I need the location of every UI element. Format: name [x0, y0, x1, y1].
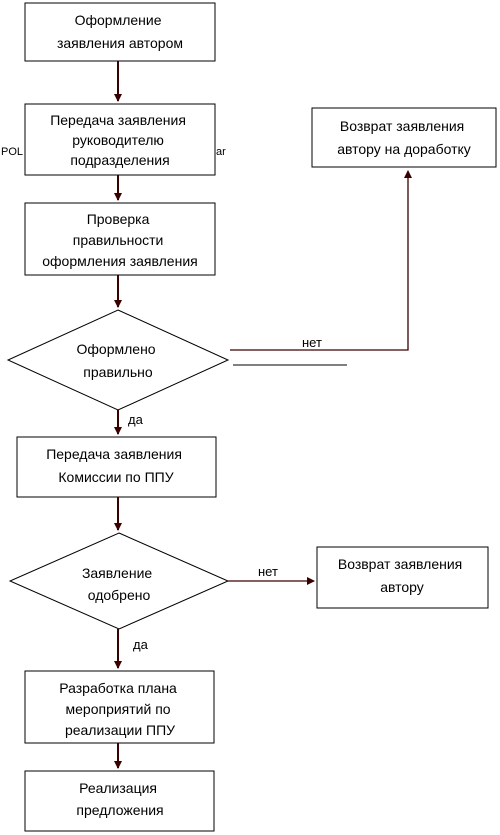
svg-text:Возврат заявления автору: Возврат заявления автору: [338, 556, 466, 595]
node-return-revision-line-2: автору на доработку: [337, 141, 471, 157]
svg-text:Передача заявления Комис: Передача заявления Комиссии по ППУ: [46, 446, 186, 485]
node-transfer-head-line-1: Передача заявления: [50, 112, 186, 128]
svg-text:Заявление одобрено: Заявление одобрено: [82, 565, 156, 603]
svg-text:Передача заявления руков: Передача заявления руководителю подразде…: [50, 112, 190, 168]
decision-correct: Оформлено правильно: [6, 309, 230, 411]
node-return-revision-line-1: Возврат заявления: [340, 118, 464, 134]
decision-approved: Заявление одобрено: [8, 532, 230, 630]
node-return-author: Возврат заявления автору: [316, 546, 489, 609]
node-plan-line-2: мероприятий по: [66, 701, 171, 717]
svg-text:Проверка правильности: Проверка правильности оформления заявлен…: [42, 211, 197, 269]
node-transfer-commission-line-1: Передача заявления: [46, 446, 182, 462]
node-check-form: Проверка правильности оформления заявлен…: [24, 202, 216, 276]
decision-correct-line-2: правильно: [83, 364, 153, 380]
node-transfer-head-line-3: подразделения: [70, 152, 169, 168]
node-author-form: Оформление заявления автором: [24, 2, 216, 62]
node-transfer-commission: Передача заявления Комиссии по ППУ: [16, 436, 217, 498]
svg-text:Оформление заявления авт: Оформление заявления автором: [57, 12, 183, 51]
arrow-no-to-revision: [230, 170, 412, 351]
decision-approved-line-2: одобрено: [88, 587, 151, 603]
decision-approved-line-1: Заявление: [82, 565, 152, 581]
label-no-2: нет: [258, 564, 278, 579]
node-return-revision: Возврат заявления автору на доработку: [311, 107, 497, 168]
node-implementation-line-2: предложения: [76, 802, 163, 818]
decision-correct-line-1: Оформлено: [77, 341, 156, 357]
node-check-form-line-2: правильности: [73, 232, 164, 248]
node-transfer-head: Передача заявления руководителю подразде…: [24, 103, 216, 176]
label-no-1: нет: [302, 335, 322, 350]
fragment-right: ar: [216, 146, 226, 158]
node-check-form-line-3: оформления заявления: [42, 253, 197, 269]
node-plan-line-3: реализации ППУ: [65, 722, 175, 738]
node-check-form-line-1: Проверка: [87, 211, 150, 227]
label-yes-1: да: [128, 412, 144, 427]
node-author-form-line-2: заявления автором: [57, 35, 183, 51]
node-return-author-line-1: Возврат заявления: [338, 556, 462, 572]
svg-text:Оформлено правильно: Оформлено правильно: [77, 341, 160, 380]
fragment-left: POL: [1, 146, 23, 158]
node-plan-line-1: Разработка плана: [59, 680, 177, 696]
node-plan: Разработка плана мероприятий по реализац…: [24, 670, 215, 744]
label-yes-2: да: [133, 637, 149, 652]
svg-text:Возврат заявления автору: Возврат заявления автору на доработку: [337, 118, 471, 157]
node-transfer-head-line-2: руководителю: [72, 132, 164, 148]
node-return-author-line-2: автору: [380, 579, 424, 595]
svg-text:Реализация предложения: Реализация предложения: [76, 780, 163, 818]
node-implementation-line-1: Реализация: [79, 780, 157, 796]
node-implementation: Реализация предложения: [24, 770, 215, 832]
svg-text:Разработка плана меропри: Разработка плана мероприятий по реализац…: [59, 680, 180, 738]
node-transfer-commission-line-2: Комиссии по ППУ: [58, 469, 173, 485]
node-author-form-line-1: Оформление: [75, 12, 162, 28]
